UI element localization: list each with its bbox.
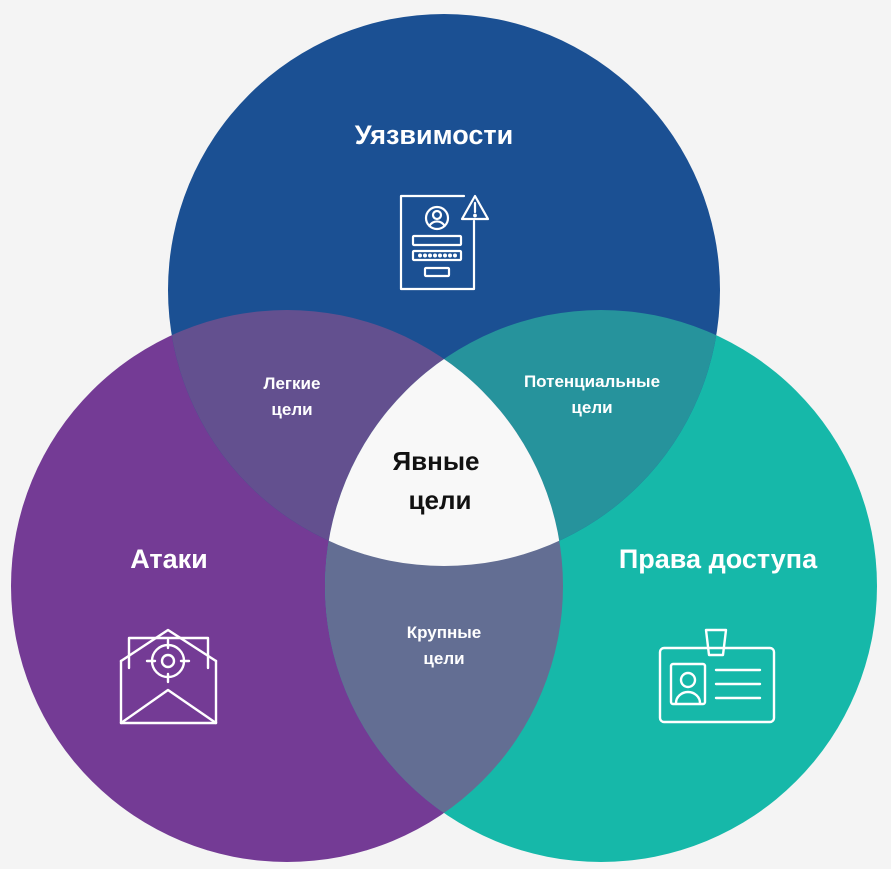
- label-vuln-attacks-line1: Легкие: [264, 374, 321, 393]
- intersection-center: [325, 310, 563, 566]
- label-center-line2: цели: [409, 485, 472, 515]
- label-attacks-access-line1: Крупные: [407, 623, 482, 642]
- set-title-attacks: Атаки: [130, 544, 208, 574]
- label-vuln-attacks-line2: цели: [271, 400, 312, 419]
- label-attacks-access-line2: цели: [423, 649, 464, 668]
- profile-form-warning-icon: [399, 194, 490, 291]
- label-vuln-access-line2: цели: [571, 398, 612, 417]
- label-vuln-access-line1: Потенциальные: [524, 372, 660, 391]
- set-title-vulnerabilities: Уязвимости: [355, 120, 513, 150]
- set-title-access-rights: Права доступа: [619, 544, 818, 574]
- envelope-target-icon: [119, 628, 218, 725]
- id-badge-icon: [658, 628, 776, 724]
- label-center-line1: Явные: [392, 446, 479, 476]
